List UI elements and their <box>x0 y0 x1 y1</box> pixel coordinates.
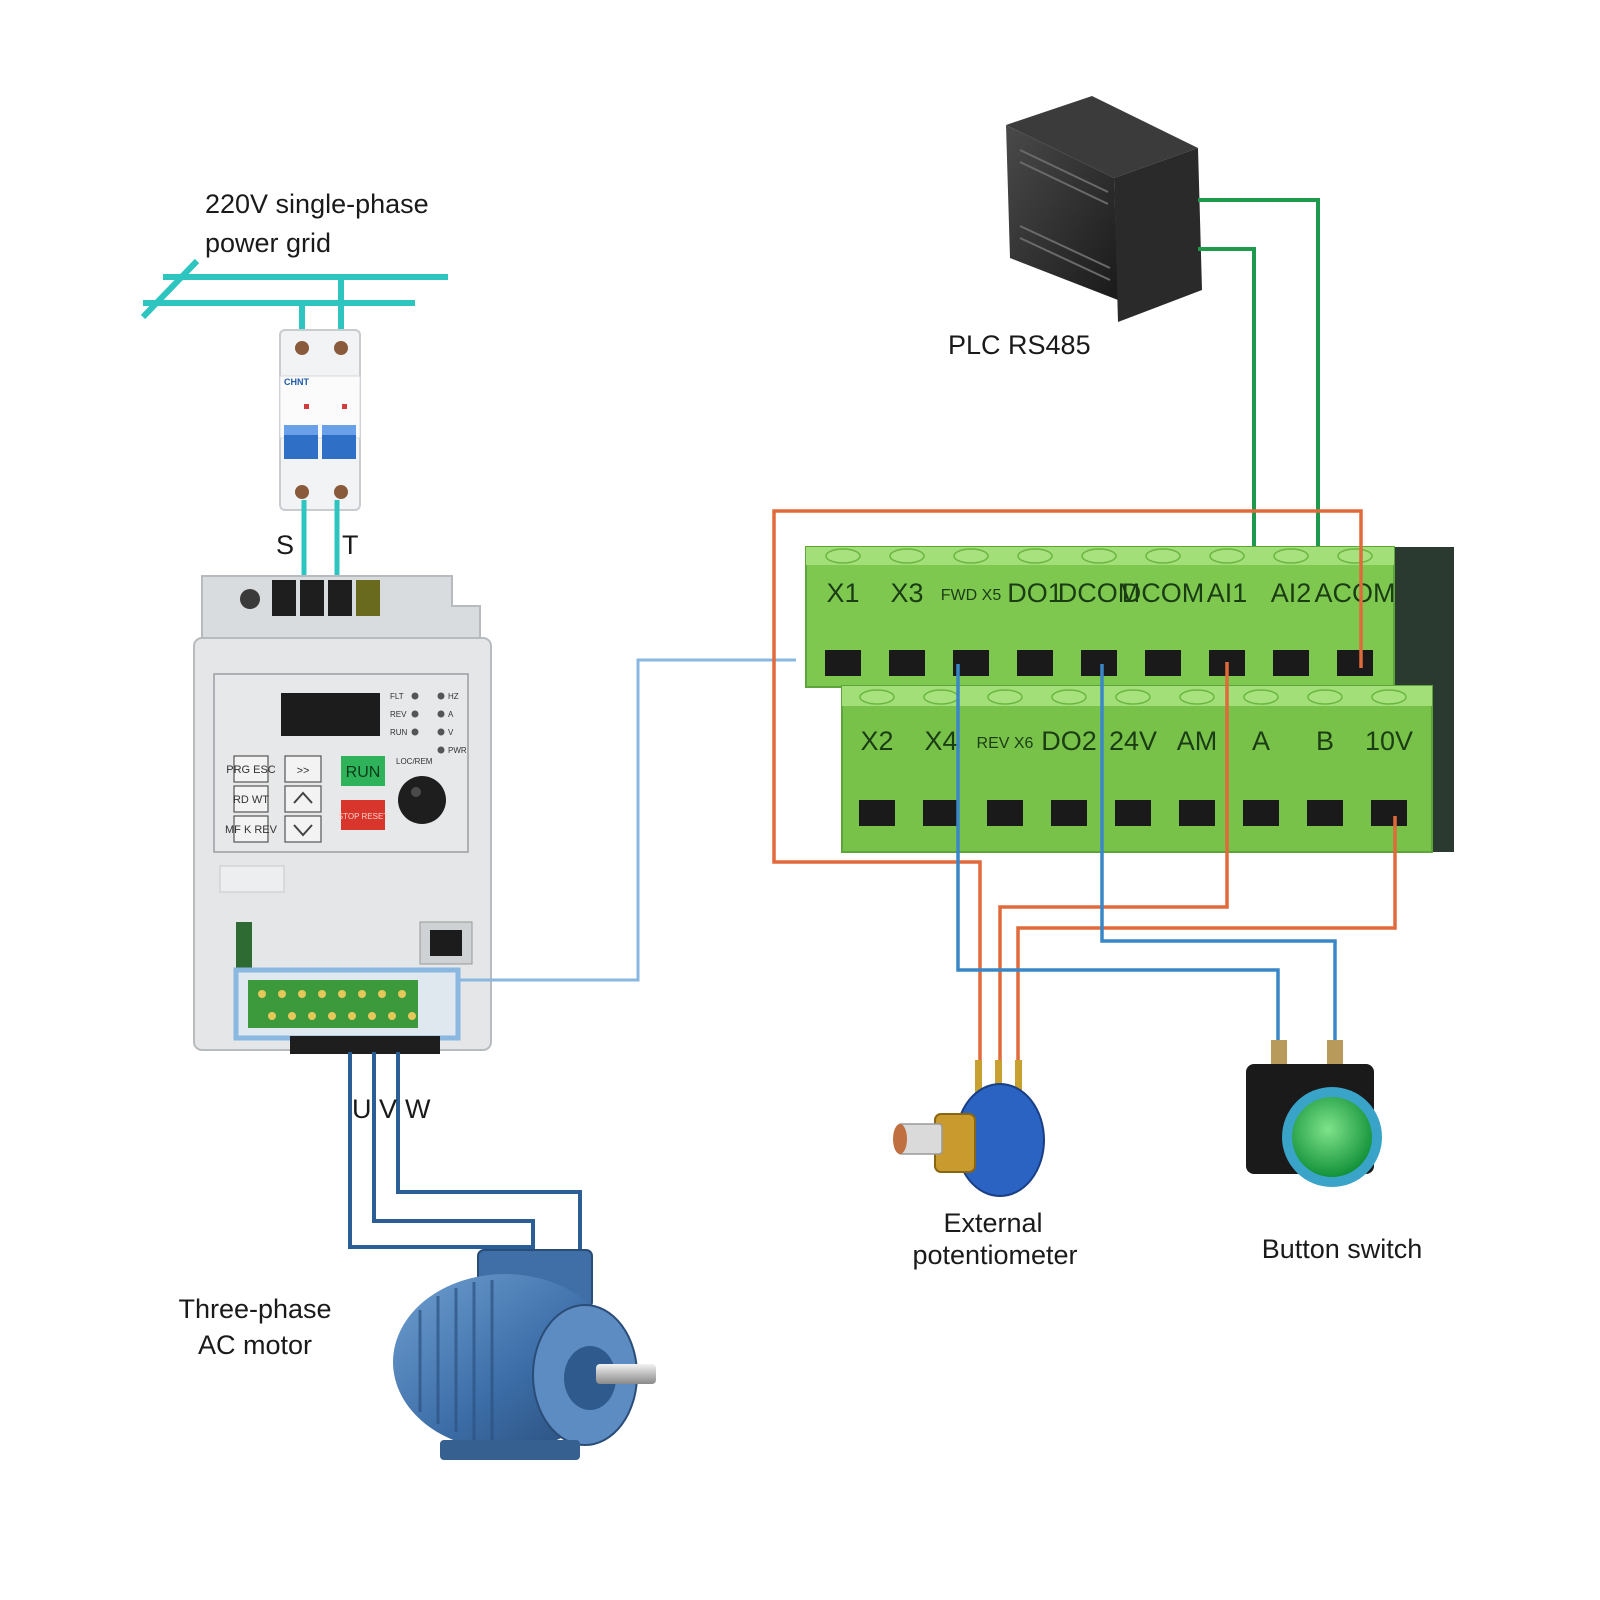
terminal-label-v: V <box>379 1094 397 1124</box>
grid-label-line1: 220V single-phase <box>205 189 429 219</box>
terminal-row-bottom <box>841 685 1433 853</box>
power-grid: 220V single-phase power grid <box>140 189 448 332</box>
top-row-labels: X1 X3 FWD X5 DO1 DCOM DCOM AI1 AI2 ACOM <box>826 578 1395 608</box>
bottom-row-labels: X2 X4 REV X6 DO2 24V AM A B 10V <box>860 726 1413 756</box>
plc-module-icon <box>1006 96 1202 322</box>
svg-text:DO2: DO2 <box>1041 726 1097 756</box>
push-button-icon <box>1246 1040 1382 1187</box>
svg-text:PWR: PWR <box>448 746 467 755</box>
svg-text:ACOM: ACOM <box>1315 578 1396 608</box>
svg-text:AM: AM <box>1177 726 1218 756</box>
signal-wires <box>956 664 1337 1050</box>
key-prg-esc: PRG ESC <box>226 764 276 776</box>
svg-text:B: B <box>1316 726 1334 756</box>
key-down-icon <box>293 824 313 837</box>
breaker-brand: CHNT <box>284 377 309 387</box>
svg-text:RUN: RUN <box>390 728 408 737</box>
potentiometer-icon <box>893 1060 1045 1197</box>
grid-bus-lines <box>140 258 448 332</box>
svg-text:AI1: AI1 <box>1207 578 1248 608</box>
circuit-breaker-icon: CHNT <box>279 329 361 511</box>
svg-text:DCOM: DCOM <box>1058 578 1141 608</box>
terminal-label-s: S <box>276 530 294 560</box>
ac-motor-icon <box>393 1249 656 1460</box>
analog-wires <box>772 509 1397 1062</box>
svg-text:X3: X3 <box>890 578 923 608</box>
key-up-icon <box>293 791 313 804</box>
button-switch-label: Button switch <box>1262 1234 1423 1264</box>
ground-terminal <box>236 922 252 968</box>
key-stop-reset: STOP RESET <box>338 812 389 821</box>
motor-label-line2: AC motor <box>198 1330 312 1360</box>
key-run: RUN <box>346 764 381 781</box>
terminal-label-t: T <box>342 530 359 560</box>
motor-wires <box>348 1052 582 1250</box>
inverter-display <box>281 693 380 736</box>
svg-text:10V: 10V <box>1365 726 1413 756</box>
svg-text:REV: REV <box>390 710 407 719</box>
rj45-port-icon <box>430 930 462 956</box>
key-mf-k-rev: MF K REV <box>225 824 278 836</box>
svg-text:FWD X5: FWD X5 <box>941 587 1002 604</box>
frequency-inverter-icon: FLT REV RUN HZ A V PWR PRG ESC RD WT MF … <box>193 575 492 1054</box>
svg-text:X2: X2 <box>860 726 893 756</box>
terminal-block: X1 X3 FWD X5 DO1 DCOM DCOM AI1 AI2 ACOM … <box>805 546 1454 853</box>
potentiometer-label-line2: potentiometer <box>912 1240 1077 1270</box>
svg-text:V: V <box>448 728 454 737</box>
svg-text:X4: X4 <box>924 726 957 756</box>
svg-text:A: A <box>448 710 454 719</box>
inverter-keypad: PRG ESC RD WT MF K REV >> RUN STOP RESET… <box>225 755 446 843</box>
knob-label: LOC/REM <box>396 757 433 766</box>
svg-text:A: A <box>1252 726 1270 756</box>
key-shift: >> <box>297 765 310 777</box>
potentiometer-label-line1: External <box>943 1208 1042 1238</box>
terminal-label-u: U <box>352 1094 372 1124</box>
svg-text:24V: 24V <box>1109 726 1157 756</box>
control-link-wire <box>458 658 796 982</box>
svg-text:REV X6: REV X6 <box>977 735 1034 752</box>
svg-text:HZ: HZ <box>448 692 459 701</box>
inverter-leds: FLT REV RUN HZ A V PWR <box>390 692 467 755</box>
svg-text:DCOM: DCOM <box>1122 578 1205 608</box>
inverter-knob-icon <box>398 776 446 824</box>
svg-text:X1: X1 <box>826 578 859 608</box>
plc-label: PLC RS485 <box>948 330 1091 360</box>
inverter-input-wires <box>301 500 340 578</box>
svg-text:AI2: AI2 <box>1271 578 1312 608</box>
grid-label-line2: power grid <box>205 228 331 258</box>
key-rd-wt: RD WT <box>233 794 269 806</box>
svg-text:DO1: DO1 <box>1007 578 1063 608</box>
svg-text:FLT: FLT <box>390 692 404 701</box>
terminal-label-w: W <box>405 1094 431 1124</box>
motor-label-line1: Three-phase <box>178 1294 331 1324</box>
